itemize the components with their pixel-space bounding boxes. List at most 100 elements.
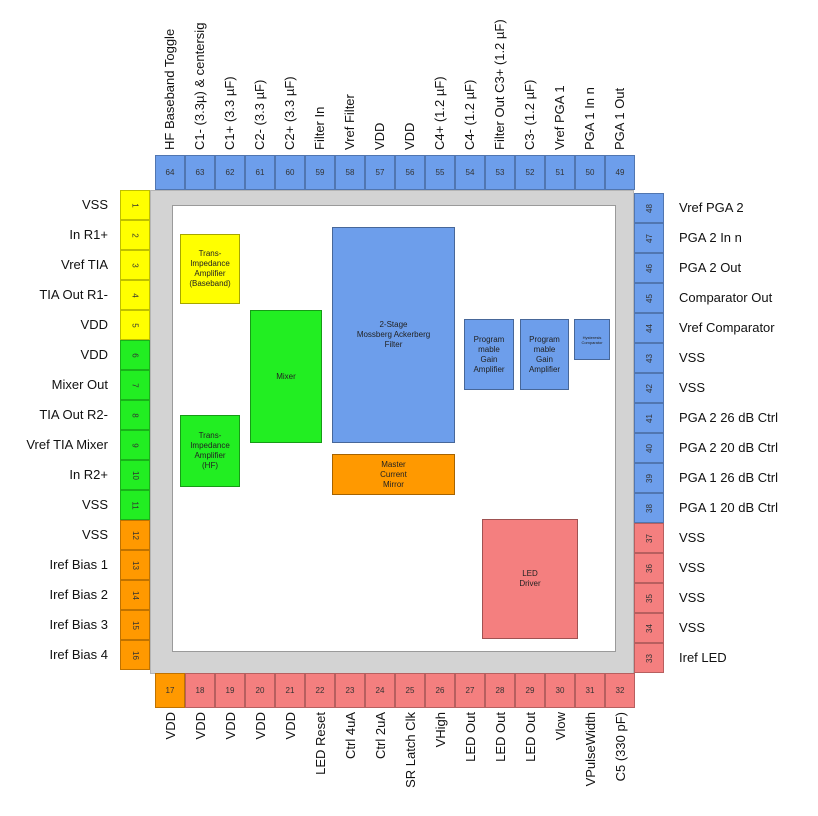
pin-label: VSS	[679, 620, 706, 635]
pin-label: Vref PGA 2	[679, 200, 744, 215]
pin-15: 15	[120, 610, 150, 640]
pin-number: 24	[375, 686, 385, 695]
pin-label: VHigh	[425, 712, 455, 812]
pin-61: 61	[245, 155, 275, 190]
pin-number: 45	[644, 293, 654, 303]
pin-40: 40	[634, 433, 664, 463]
pin-64: 64	[155, 155, 185, 190]
pin-label: Iref Bias 4	[49, 647, 108, 662]
pin-47: 47	[634, 223, 664, 253]
pin-21: 21	[275, 673, 305, 708]
pin-28: 28	[485, 673, 515, 708]
pin-number: 16	[130, 650, 140, 660]
pin-label: PGA 2 26 dB Ctrl	[679, 410, 778, 425]
pin-number: 20	[255, 686, 265, 695]
tia-hf-label: Trans- Impedance Amplifier (HF)	[190, 431, 230, 470]
led-driver-block: LED Driver	[482, 519, 578, 639]
pin-6: 6	[120, 340, 150, 370]
tia-hf-block: Trans- Impedance Amplifier (HF)	[180, 415, 240, 487]
pin-label-text: C1+ (3.3 µF)	[222, 76, 237, 150]
pin-number: 43	[644, 353, 654, 363]
pin-label: VSS	[679, 350, 706, 365]
pin-35: 35	[634, 583, 664, 613]
pin-32: 32	[605, 673, 635, 708]
pin-label: PGA 2 20 dB Ctrl	[679, 440, 778, 455]
pin-37: 37	[634, 523, 664, 553]
pin-46: 46	[634, 253, 664, 283]
pin-number: 57	[375, 168, 385, 177]
pin-label-text: VDD	[402, 122, 417, 150]
pin-number: 25	[405, 686, 415, 695]
pin-number: 56	[405, 168, 415, 177]
pin-44: 44	[634, 313, 664, 343]
pin-label: C2+ (3.3 µF)	[275, 5, 305, 150]
pin-label: VDD	[80, 317, 108, 332]
pin-label: VDD	[275, 712, 305, 812]
pin-label: VSS	[81, 197, 108, 212]
pin-label: VDD	[155, 712, 185, 812]
pin-label: VDD	[365, 5, 395, 150]
pin-49: 49	[605, 155, 635, 190]
pin-number: 23	[345, 686, 355, 695]
pin-number: 38	[644, 503, 654, 513]
pin-label: Vref TIA Mixer	[26, 437, 108, 452]
pin-number: 11	[130, 500, 140, 510]
pin-label: PGA 1 26 dB Ctrl	[679, 470, 778, 485]
filter-block: 2-Stage Mossberg Ackerberg Filter	[332, 227, 455, 443]
pin-19: 19	[215, 673, 245, 708]
pin-label: PGA 2 Out	[679, 260, 742, 275]
pin-label-text: Filter In	[312, 106, 327, 150]
pin-number: 4	[130, 292, 140, 298]
pin-label-text: C4+ (1.2 µF)	[432, 76, 447, 150]
pin-number: 51	[555, 168, 565, 177]
pin-16: 16	[120, 640, 150, 670]
pin-label: Mixer Out	[51, 377, 108, 392]
pin-number: 21	[285, 686, 295, 695]
pin-number: 37	[644, 533, 654, 543]
pin-number: 53	[495, 168, 505, 177]
pin-number: 7	[130, 382, 140, 388]
comparator-label: Hysteresis Comparator	[581, 334, 603, 345]
pin-label-text: PGA 1 In n	[582, 87, 597, 150]
pin-17: 17	[155, 673, 185, 708]
pin-62: 62	[215, 155, 245, 190]
pin-label-text: C1- (3.3µ) & centersig	[192, 22, 207, 150]
pga2-label: Program mable Gain Amplifier	[528, 334, 561, 374]
pin-number: 42	[644, 383, 654, 393]
pin-22: 22	[305, 673, 335, 708]
pin-11: 11	[120, 490, 150, 520]
pin-label-text: C2- (3.3 µF)	[252, 79, 267, 150]
pin-label: C1+ (3.3 µF)	[215, 5, 245, 150]
pin-30: 30	[545, 673, 575, 708]
pin-label: VSS	[679, 530, 706, 545]
pin-number: 41	[644, 413, 654, 423]
pin-13: 13	[120, 550, 150, 580]
tia-baseband-label: Trans- Impedance Amplifier (Baseband)	[189, 249, 231, 288]
pin-label-text: C5 (330 pF)	[613, 712, 628, 782]
pin-label-text: LED Out	[463, 712, 478, 762]
pin-1: 1	[120, 190, 150, 220]
pin-number: 3	[130, 262, 140, 268]
pin-label: LED Out	[515, 712, 545, 812]
pin-10: 10	[120, 460, 150, 490]
pin-label: HF Baseband Toggle	[155, 5, 185, 150]
pin-number: 62	[225, 168, 235, 177]
pin-label: Filter In	[305, 5, 335, 150]
pin-label-text: Ctrl 4uA	[343, 712, 358, 759]
pin-label-text: SR Latch Clk	[403, 712, 418, 788]
pin-31: 31	[575, 673, 605, 708]
pin-50: 50	[575, 155, 605, 190]
pin-label-text: LED Out	[493, 712, 508, 762]
pin-18: 18	[185, 673, 215, 708]
pin-label-text: Vlow	[553, 712, 568, 741]
pin-label: Iref Bias 3	[49, 617, 108, 632]
pin-24: 24	[365, 673, 395, 708]
pin-number: 19	[225, 686, 235, 695]
pin-number: 47	[644, 233, 654, 243]
pin-number: 5	[130, 322, 140, 328]
pin-label-text: VDD	[223, 712, 238, 740]
pin-label: In R1+	[69, 227, 108, 242]
pin-56: 56	[395, 155, 425, 190]
pin-label: In R2+	[69, 467, 108, 482]
pin-label: Vref Comparator	[679, 320, 775, 335]
